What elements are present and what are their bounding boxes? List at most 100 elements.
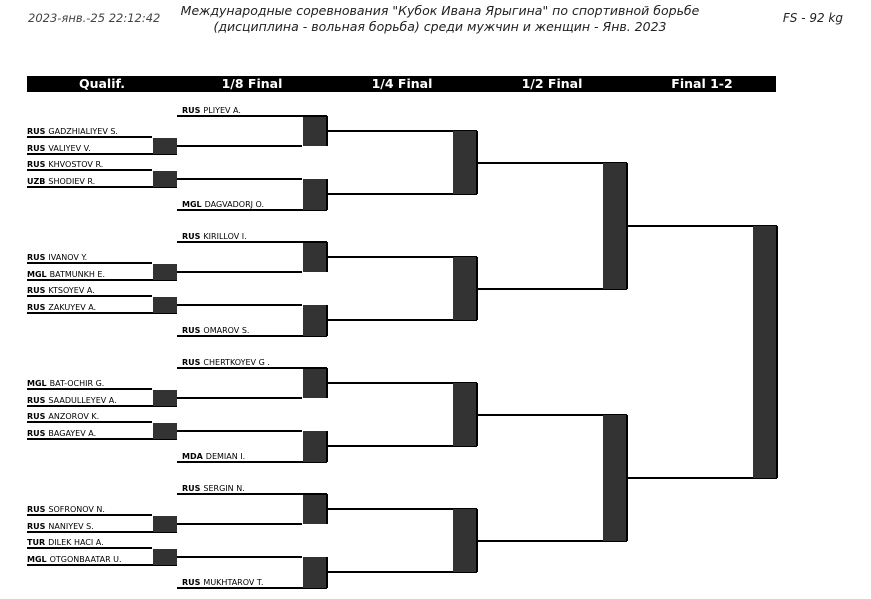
qualif-line (27, 388, 152, 390)
wrestler-name: MUKHTAROV T. (203, 578, 264, 587)
bout-box (453, 382, 477, 447)
round-line (177, 555, 302, 558)
bracket-vline (776, 225, 778, 478)
round-line (477, 539, 627, 542)
qualif-line (27, 564, 177, 566)
country-code: RUS (27, 505, 46, 514)
qualif-line (27, 547, 152, 549)
wrestler-name: GADZHIALIYEV S. (48, 127, 118, 136)
round-line (477, 161, 627, 164)
wrestler-name: DAGVADORJ O. (204, 200, 265, 209)
round-1-8-final: 1/8 Final (221, 76, 283, 91)
bout-box (303, 304, 327, 336)
qualif-line (27, 405, 177, 407)
wrestler-name: NANIYEV S. (48, 522, 94, 531)
qualif-bout-box (153, 516, 177, 532)
round-line (327, 571, 477, 574)
country-code: RUS (182, 106, 201, 115)
country-code: RUS (182, 232, 201, 241)
country-code: RUS (27, 253, 46, 262)
round-line (177, 115, 327, 117)
round-line (177, 270, 302, 273)
round-line (177, 396, 302, 399)
bout-box (303, 117, 327, 146)
country-code: RUS (27, 286, 46, 295)
wrestler-name: DEMIAN I. (205, 452, 246, 461)
qualif-line (27, 169, 152, 171)
wrestler-name: KIRILLOV I. (203, 232, 247, 241)
wrestler-name: OMAROV S. (203, 326, 250, 335)
qualif-bout-box (153, 297, 177, 313)
round-line (627, 476, 777, 479)
country-code: RUS (182, 578, 201, 587)
qualif-line (27, 421, 152, 423)
qualif-line (27, 186, 177, 188)
wrestler-name: BAGAYEV A. (48, 429, 97, 438)
qualif-line (27, 295, 152, 297)
round-line (177, 461, 327, 463)
round-line (177, 209, 327, 211)
wrestler-name: CHERTKOYEV G . (203, 358, 270, 367)
round-line (177, 367, 327, 369)
round-line (177, 241, 327, 243)
qualif-bout-box (153, 264, 177, 280)
country-code: RUS (182, 358, 201, 367)
country-code: MGL (27, 555, 47, 564)
qualif-bout-box (153, 390, 177, 406)
round-line (627, 224, 777, 227)
event-title-line-1: Международные соревнования "Кубок Ивана … (180, 3, 700, 18)
country-code: RUS (182, 484, 201, 493)
wrestler-name: BATMUNKH E. (49, 270, 105, 279)
qualif-line (27, 531, 177, 533)
round-qualif: Qualif. (78, 76, 126, 91)
round-line (327, 193, 477, 196)
bout-box (303, 178, 327, 210)
event-title-line-2: (дисциплина - вольная борьба) среди мужч… (213, 19, 667, 34)
bout-box (303, 369, 327, 398)
rounds-header-bar: Qualif. 1/8 Final 1/4 Final 1/2 Final Fi… (27, 76, 776, 92)
round-line (177, 303, 302, 306)
country-code: RUS (27, 429, 46, 438)
bout-box (303, 243, 327, 272)
bout-box (303, 430, 327, 462)
bout-box (303, 495, 327, 524)
event-title: Международные соревнования "Кубок Ивана … (160, 3, 720, 35)
final-bout-box (753, 225, 777, 478)
wrestler-name: DILEK HACI A. (48, 538, 104, 547)
wrestler-name: SOFRONOV N. (48, 505, 105, 514)
wrestler-name: SAADULLEYEV A. (48, 396, 117, 405)
qualif-line (27, 153, 177, 155)
round-line (327, 445, 477, 448)
round-line (327, 381, 477, 384)
qualif-line (27, 136, 152, 138)
qualif-bout-box (153, 549, 177, 565)
wrestler-name: VALIYEV V. (48, 144, 91, 153)
bout-box (453, 256, 477, 321)
qualif-bout-box (153, 171, 177, 187)
wrestler-name: SERGIN N. (203, 484, 245, 493)
round-line (327, 319, 477, 322)
bout-box (303, 556, 327, 588)
round-line (177, 144, 302, 147)
round-line (477, 413, 627, 416)
round-line (477, 287, 627, 290)
wrestler-name: KTSOYEV A. (48, 286, 95, 295)
wrestler-name: ANZOROV K. (48, 412, 100, 421)
country-code: RUS (27, 303, 46, 312)
round-1-2-final: 1/2 Final (521, 76, 583, 91)
